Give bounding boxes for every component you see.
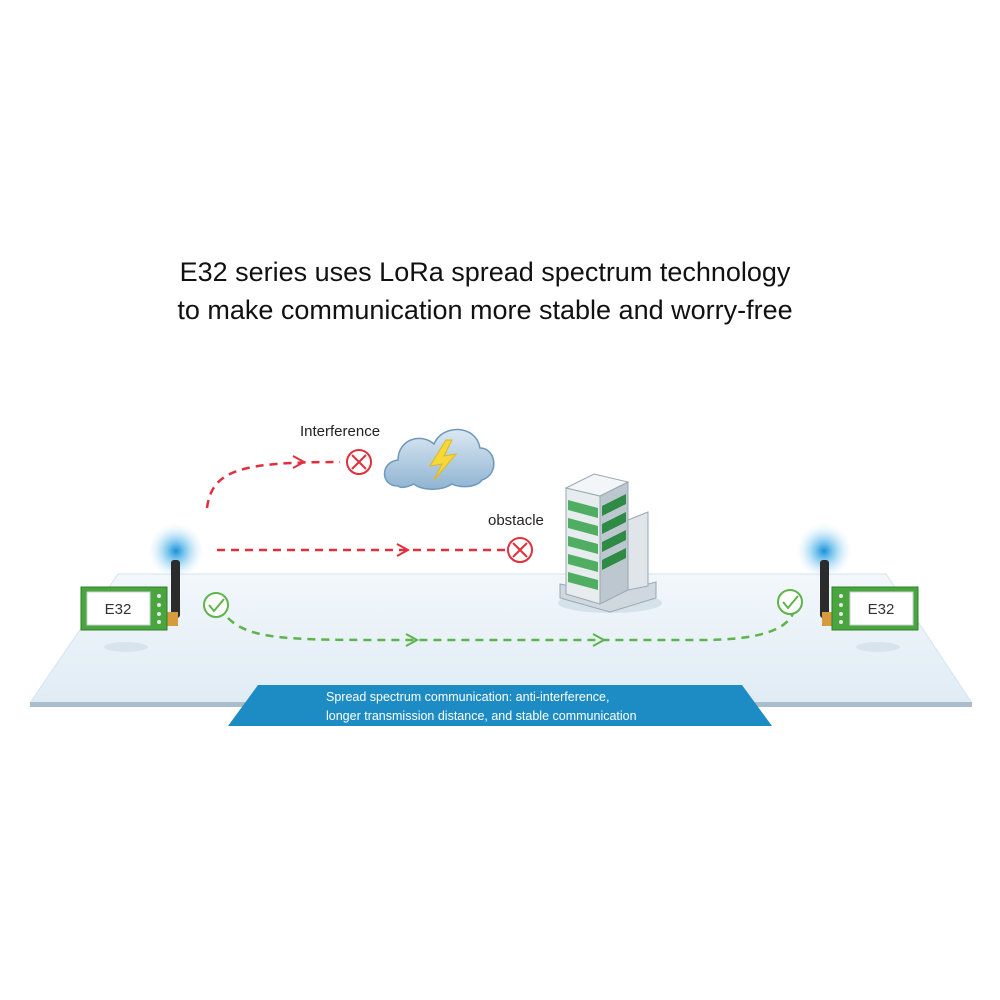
arrow-head [405, 633, 420, 647]
signal-glow [148, 523, 204, 579]
building-icon [558, 473, 662, 613]
left-e32-module: E32 [80, 523, 204, 652]
interference-path [205, 455, 341, 509]
lightning-bolt-icon [428, 439, 458, 481]
headline-line-1: E32 series uses LoRa spread spectrum tec… [179, 257, 791, 287]
left-module-label: E32 [105, 601, 132, 618]
headline: E32 series uses LoRa spread spectrum tec… [0, 253, 970, 329]
obstacle-label: obstacle [488, 512, 544, 529]
check-icon [777, 589, 803, 615]
banner-background [228, 685, 772, 726]
banner-line-2: longer transmission distance, and stable… [326, 709, 637, 723]
arrow-head [396, 543, 411, 557]
storm-cloud-icon [383, 428, 495, 490]
module-shield [849, 591, 914, 626]
info-banner: Spread spectrum communication: anti-inte… [228, 685, 772, 726]
obstacle-path [217, 543, 505, 557]
blocked-x-icon [507, 537, 533, 563]
blocked-x-icon [346, 449, 372, 475]
headline-line-2: to make communication more stable and wo… [177, 295, 793, 325]
signal-glow [796, 523, 852, 579]
arrow-head [292, 455, 307, 469]
arrow-head [592, 633, 607, 647]
right-e32-module: E32 [796, 523, 919, 652]
check-icon [203, 592, 229, 618]
interference-label: Interference [300, 423, 380, 440]
module-shield [86, 591, 151, 626]
success-path [227, 607, 797, 647]
antenna-icon [171, 560, 180, 618]
right-module-label: E32 [868, 601, 895, 618]
antenna-icon [820, 560, 829, 618]
banner-line-1: Spread spectrum communication: anti-inte… [326, 690, 609, 704]
